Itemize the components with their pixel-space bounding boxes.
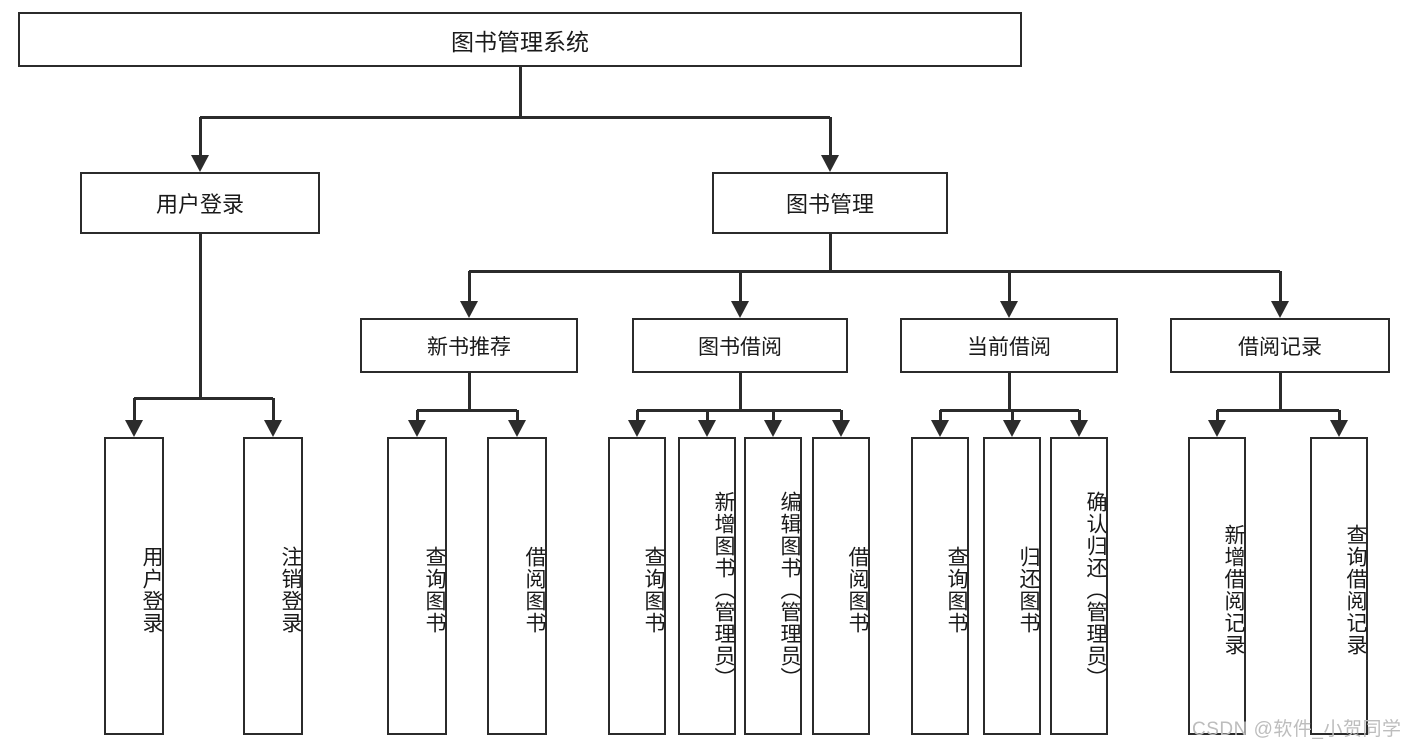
- arrowhead-icon: [1000, 301, 1018, 318]
- node-label: 查询借阅记录: [1344, 524, 1367, 656]
- connector-drop: [938, 410, 942, 421]
- node-leaf-11[interactable]: 新增借阅记录: [1188, 437, 1246, 735]
- node-leaf-9[interactable]: 归还图书: [983, 437, 1041, 735]
- connector-drop: [271, 398, 275, 421]
- connector-drop: [467, 271, 471, 302]
- arrowhead-icon: [698, 420, 716, 437]
- connector-drop: [705, 410, 709, 421]
- arrowhead-icon: [191, 155, 209, 172]
- connector-bus: [417, 408, 517, 412]
- node-label: 查询图书: [945, 546, 968, 634]
- connector-drop: [1337, 410, 1341, 421]
- node-label: 归还图书: [1017, 546, 1040, 634]
- node-label: 查询图书: [423, 546, 446, 634]
- arrowhead-icon: [1070, 420, 1088, 437]
- connector-bus: [134, 396, 273, 400]
- node-leaf-1[interactable]: 注销登录: [243, 437, 303, 735]
- connector-drop: [515, 410, 519, 421]
- node-level2-2[interactable]: 当前借阅: [900, 318, 1118, 373]
- connector-bus: [200, 115, 830, 119]
- node-root[interactable]: 图书管理系统: [18, 12, 1022, 67]
- node-label: 用户登录: [155, 192, 244, 217]
- connector-drop: [132, 398, 136, 421]
- node-leaf-10[interactable]: 确认归还（管理员）: [1050, 437, 1108, 735]
- node-leaf-7[interactable]: 借阅图书: [812, 437, 870, 735]
- node-level1-1[interactable]: 图书管理: [712, 172, 948, 234]
- node-label: 确认归还（管理员）: [1084, 491, 1107, 689]
- node-label: 编辑图书（管理员）: [778, 491, 801, 689]
- connector-drop: [635, 410, 639, 421]
- connector-trunk: [518, 67, 522, 117]
- node-leaf-0[interactable]: 用户登录: [104, 437, 164, 735]
- connector-bus: [469, 269, 1280, 273]
- watermark-text: CSDN @软件_小贺同学: [1192, 719, 1402, 740]
- node-label: 查询图书: [642, 546, 665, 634]
- node-label: 新增借阅记录: [1222, 524, 1245, 656]
- connector-bus: [637, 408, 841, 412]
- arrowhead-icon: [832, 420, 850, 437]
- node-label: 注销登录: [279, 546, 302, 634]
- arrowhead-icon: [628, 420, 646, 437]
- arrowhead-icon: [731, 301, 749, 318]
- arrowhead-icon: [821, 155, 839, 172]
- arrowhead-icon: [1330, 420, 1348, 437]
- arrowhead-icon: [931, 420, 949, 437]
- connector-drop: [198, 117, 202, 156]
- node-label: 用户登录: [140, 546, 163, 634]
- arrowhead-icon: [1003, 420, 1021, 437]
- connector-drop: [1010, 410, 1014, 421]
- arrowhead-icon: [1208, 420, 1226, 437]
- node-leaf-2[interactable]: 查询图书: [387, 437, 447, 735]
- connector-bus: [940, 408, 1079, 412]
- connector-drop: [839, 410, 843, 421]
- connector-drop: [771, 410, 775, 421]
- node-leaf-6[interactable]: 编辑图书（管理员）: [744, 437, 802, 735]
- node-level2-3[interactable]: 借阅记录: [1170, 318, 1390, 373]
- connector-trunk: [198, 234, 202, 398]
- connector-drop: [1278, 271, 1282, 302]
- node-level2-0[interactable]: 新书推荐: [360, 318, 578, 373]
- connector-drop: [415, 410, 419, 421]
- node-label: 图书管理: [785, 192, 874, 217]
- node-label: 借阅图书: [523, 546, 546, 634]
- connector-trunk: [467, 373, 471, 410]
- arrowhead-icon: [408, 420, 426, 437]
- node-leaf-8[interactable]: 查询图书: [911, 437, 969, 735]
- connector-bus: [1217, 408, 1339, 412]
- node-label: 图书管理系统: [451, 28, 589, 55]
- node-label: 新书推荐: [427, 335, 511, 359]
- arrowhead-icon: [125, 420, 143, 437]
- node-label: 图书借阅: [698, 335, 782, 359]
- connector-drop: [1007, 271, 1011, 302]
- arrowhead-icon: [508, 420, 526, 437]
- node-leaf-4[interactable]: 查询图书: [608, 437, 666, 735]
- connector-drop: [1215, 410, 1219, 421]
- node-label: 当前借阅: [967, 335, 1051, 359]
- node-leaf-12[interactable]: 查询借阅记录: [1310, 437, 1368, 735]
- connector-drop: [828, 117, 832, 156]
- connector-trunk: [1278, 373, 1282, 410]
- arrowhead-icon: [764, 420, 782, 437]
- connector-trunk: [1007, 373, 1011, 410]
- arrowhead-icon: [460, 301, 478, 318]
- node-label: 新增图书（管理员）: [712, 491, 735, 689]
- connector-drop: [1077, 410, 1081, 421]
- arrowhead-icon: [1271, 301, 1289, 318]
- node-label: 借阅图书: [846, 546, 869, 634]
- node-label: 借阅记录: [1238, 335, 1322, 359]
- arrowhead-icon: [264, 420, 282, 437]
- connector-trunk: [738, 373, 742, 410]
- node-leaf-5[interactable]: 新增图书（管理员）: [678, 437, 736, 735]
- node-level2-1[interactable]: 图书借阅: [632, 318, 848, 373]
- connector-drop: [738, 271, 742, 302]
- node-level1-0[interactable]: 用户登录: [80, 172, 320, 234]
- node-leaf-3[interactable]: 借阅图书: [487, 437, 547, 735]
- connector-trunk: [828, 234, 832, 271]
